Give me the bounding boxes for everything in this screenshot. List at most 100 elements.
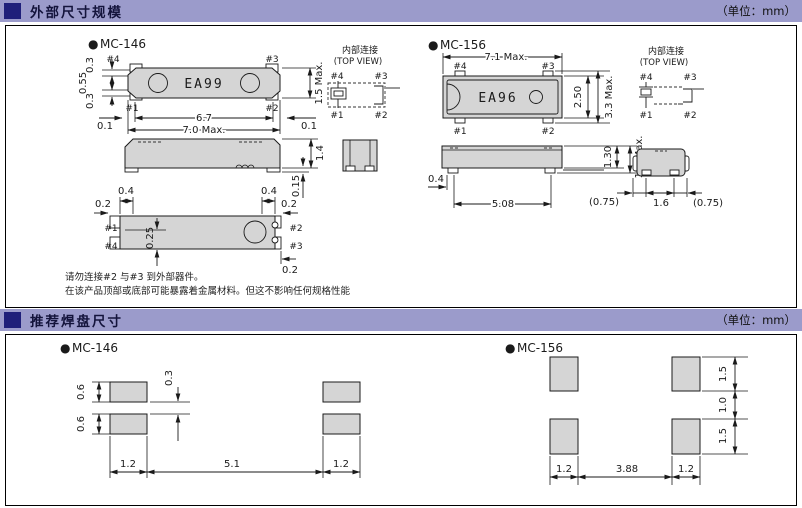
land-pad bbox=[549, 356, 579, 392]
mc146-notes: 请勿连接#2 与#3 到外部器件。 在该产品顶部或底部可能暴露着金属材料。但这不… bbox=[65, 271, 351, 297]
dim-label: 1.6 bbox=[653, 198, 669, 209]
mc156-title: ● MC-156 bbox=[428, 38, 486, 52]
dim-label: 0.2 bbox=[282, 265, 298, 276]
crystal-symbol bbox=[330, 87, 347, 100]
dim-label: 0.4 bbox=[428, 174, 444, 185]
dim-label: 0.3 bbox=[164, 370, 175, 386]
internal-connection-title: 内部连接 bbox=[648, 45, 684, 57]
note-line: 请勿连接#2 与#3 到外部器件。 bbox=[65, 271, 204, 283]
section-title: 外部尺寸规模 bbox=[30, 5, 123, 21]
dim-label: 3.3 Max. bbox=[604, 76, 615, 119]
mc156-land-pattern: ● MC-156 1.5 1.0 1.5 1.2 3.88 1. bbox=[505, 341, 748, 485]
land-pad bbox=[671, 356, 701, 392]
dim-label: 5.1 bbox=[224, 459, 240, 470]
dim-label: 3.88 bbox=[616, 464, 638, 475]
dim-label: 5.08 bbox=[492, 199, 514, 210]
dim-label: 1.0 bbox=[718, 397, 729, 413]
section-title: 推荐焊盘尺寸 bbox=[30, 314, 123, 330]
land-pad bbox=[671, 418, 701, 455]
pin-label: #3 bbox=[374, 72, 387, 82]
mc146-top-view: EA99 #4 #3 #1 #2 0.3 0.55 0.3 6.7 7.0 Ma… bbox=[78, 55, 325, 138]
mc146-internal-connection: 内部连接 (TOP VIEW) #4 #3 #1 #2 bbox=[327, 44, 400, 121]
internal-connection-subtitle: (TOP VIEW) bbox=[334, 57, 382, 67]
dim-label: 7.0 Max. bbox=[183, 125, 226, 136]
dim-label: 0.3 bbox=[85, 93, 96, 109]
dim-label: 1.4 bbox=[315, 145, 326, 161]
land-pad bbox=[549, 418, 579, 455]
marking-text: EA96 bbox=[478, 91, 517, 106]
dim-label: 0.4 bbox=[261, 186, 277, 197]
dim-label: 6.7 bbox=[196, 113, 212, 124]
land-pad bbox=[322, 413, 361, 435]
pin-label: #1 bbox=[330, 111, 343, 121]
dim-label: 0.4 bbox=[118, 186, 134, 197]
land-pad bbox=[109, 413, 148, 435]
pin-label: #1 bbox=[125, 104, 138, 114]
land-pad bbox=[109, 381, 148, 403]
dim-label: 0.3 bbox=[85, 57, 96, 73]
dim-label: 0.6 bbox=[76, 416, 87, 432]
outline-drawing: ● MC-146 EA99 #4 #3 #1 #2 0.3 0 bbox=[65, 37, 723, 297]
dim-label: 0.2 bbox=[281, 199, 297, 210]
mc146-end-view bbox=[342, 139, 378, 172]
pin-label: #4 bbox=[106, 55, 120, 65]
dim-label: 1.30 bbox=[603, 146, 614, 168]
mc146-bottom-view: #1 #2 #4 #3 0.4 0.4 0.2 0.2 0.25 0.2 bbox=[94, 186, 303, 276]
dim-label: 0.55 bbox=[78, 72, 89, 94]
model-label: MC-156 bbox=[517, 341, 563, 355]
unit-label: （单位：mm） bbox=[716, 4, 796, 18]
bullet-icon: ● bbox=[505, 341, 515, 355]
dim-label: 0.25 bbox=[145, 227, 156, 249]
land-pattern-panel: ● MC-146 0.6 0.6 0.3 1. bbox=[5, 334, 797, 506]
dim-label: 0.15 bbox=[291, 175, 302, 197]
dim-label: 1.5 bbox=[718, 428, 729, 444]
dim-label: (0.75) bbox=[693, 198, 723, 209]
model-label: MC-146 bbox=[72, 341, 118, 355]
pin-label: #2 bbox=[289, 224, 302, 234]
unit-label: （单位：mm） bbox=[716, 313, 796, 327]
pin-label: #4 bbox=[639, 73, 653, 83]
mc146-side-view: 1.4 0.15 bbox=[124, 138, 326, 198]
bullet-icon: ● bbox=[88, 37, 98, 51]
dim-label: 1.2 bbox=[333, 459, 349, 470]
pin-label: #4 bbox=[453, 62, 467, 72]
dim-label: 1.5 Max. bbox=[314, 62, 325, 105]
mc156-side-view: 0.4 5.08 1.30 1.5 Max. bbox=[428, 136, 645, 212]
dim-label: 1.2 bbox=[556, 464, 572, 475]
header-square-icon bbox=[4, 3, 21, 19]
dim-label: 2.50 bbox=[573, 86, 584, 108]
dim-label: 0.6 bbox=[76, 384, 87, 400]
model-label: MC-156 bbox=[440, 38, 486, 52]
dim-label: 0.1 bbox=[301, 121, 317, 132]
mc156-top-view: 7.1 Max. EA96 #4 #3 #1 #2 2.50 3.3 Max. bbox=[442, 50, 615, 137]
mc156-end-view: (0.75) 1.6 (0.75) bbox=[589, 148, 723, 209]
pin-label: #1 bbox=[639, 111, 652, 121]
section-header-land: 推荐焊盘尺寸 （单位：mm） bbox=[0, 309, 802, 331]
internal-connection-subtitle: (TOP VIEW) bbox=[640, 58, 688, 68]
pin-label: #1 bbox=[104, 224, 117, 234]
mc146-title: ● MC-146 bbox=[88, 37, 146, 51]
pin-label: #4 bbox=[104, 242, 118, 252]
bullet-icon: ● bbox=[428, 38, 438, 52]
header-square-icon bbox=[4, 312, 21, 328]
dim-label: 7.1 Max. bbox=[485, 52, 528, 63]
model-label: MC-146 bbox=[100, 37, 146, 51]
pin-label: #3 bbox=[541, 62, 554, 72]
mc146-land-pattern: ● MC-146 0.6 0.6 0.3 1. bbox=[60, 341, 361, 478]
dim-label: 1.2 bbox=[678, 464, 694, 475]
pin-label: #1 bbox=[453, 127, 466, 137]
section-header-outline: 外部尺寸规模 （单位：mm） bbox=[0, 0, 802, 22]
pin-label: #2 bbox=[541, 127, 554, 137]
marking-text: EA99 bbox=[184, 77, 223, 92]
land-pattern-drawing: ● MC-146 0.6 0.6 0.3 1. bbox=[60, 341, 748, 485]
dim-label: 1.5 bbox=[718, 366, 729, 382]
dim-label: 1.2 bbox=[120, 459, 136, 470]
outline-dimensions-panel: ● MC-146 EA99 #4 #3 #1 #2 0.3 0 bbox=[5, 25, 797, 308]
pin-label: #3 bbox=[289, 242, 302, 252]
dim-label: 0.2 bbox=[95, 199, 111, 210]
mc156-internal-connection: 内部连接 (TOP VIEW) #4 #3 #1 #2 bbox=[639, 45, 704, 121]
pin-label: #2 bbox=[265, 104, 278, 114]
pin-label: #3 bbox=[265, 55, 278, 65]
dim-label: (0.75) bbox=[589, 197, 619, 208]
note-line: 在该产品顶部或底部可能暴露着金属材料。但这不影响任何规格性能 bbox=[65, 285, 351, 297]
